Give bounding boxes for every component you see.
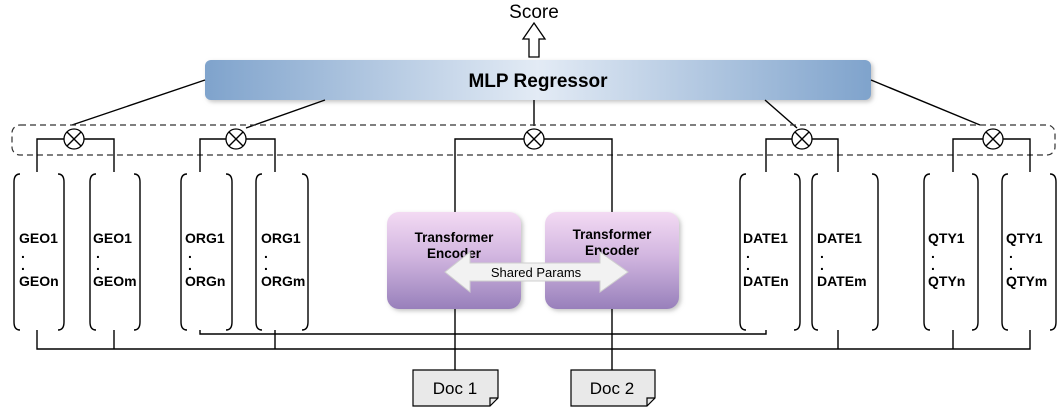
up-arrow-icon xyxy=(521,21,547,58)
svg-text:.: . xyxy=(188,257,192,273)
svg-text:GEO1: GEO1 xyxy=(19,230,58,246)
entity-list-geo-m: GEO1 . . GEOm xyxy=(89,173,141,331)
svg-text:DATEn: DATEn xyxy=(743,273,789,289)
score-label: Score xyxy=(509,2,559,23)
mlp-link-org xyxy=(245,99,326,129)
doc-2-icon xyxy=(570,369,656,407)
wire-date-left xyxy=(765,138,792,172)
entity-list-org-m: ORG1 . . ORGm xyxy=(255,173,309,331)
svg-text:.: . xyxy=(264,245,268,261)
svg-text:.: . xyxy=(1009,257,1013,273)
svg-text:ORG1: ORG1 xyxy=(185,230,225,246)
doc-1-label: Doc 1 xyxy=(433,379,477,398)
svg-text:.: . xyxy=(931,257,935,273)
svg-text:GEO1: GEO1 xyxy=(93,230,132,246)
wire-enc2-top xyxy=(544,138,613,212)
combiner-date-icon xyxy=(791,128,813,150)
wire-doc2-bus xyxy=(199,330,767,335)
mlp-link-qty xyxy=(870,79,981,126)
shared-params-arrow-icon xyxy=(444,250,629,294)
wire-org-right xyxy=(246,138,276,172)
encoder-2-line2: Encoder xyxy=(585,243,640,258)
svg-text:.: . xyxy=(931,245,935,261)
svg-text:.: . xyxy=(820,245,824,261)
mlp-regressor-label: MLP Regressor xyxy=(468,71,608,92)
encoder-1-line1: Transformer xyxy=(415,230,495,245)
wire-qty-left xyxy=(952,138,983,172)
doc-1-icon xyxy=(412,369,499,407)
svg-text:QTY1: QTY1 xyxy=(928,230,965,246)
svg-text:.: . xyxy=(96,257,100,273)
wire-doc1-bus xyxy=(36,330,1031,350)
transformer-encoder-1 xyxy=(387,212,521,309)
combiner-geo-icon xyxy=(63,128,85,150)
svg-text:.: . xyxy=(746,257,750,273)
svg-text:ORG1: ORG1 xyxy=(261,230,301,246)
mlp-link-geo xyxy=(71,79,206,126)
svg-text:QTYm: QTYm xyxy=(1006,273,1047,289)
svg-text:ORGm: ORGm xyxy=(261,273,305,289)
mlp-link-date xyxy=(764,99,798,129)
wire-geo-left xyxy=(36,138,64,172)
svg-text:ORGn: ORGn xyxy=(185,273,225,289)
entity-list-date-n: DATE1 . . DATEn xyxy=(739,173,801,331)
svg-text:QTY1: QTY1 xyxy=(1006,230,1043,246)
mlp-regressor-box xyxy=(205,60,871,100)
entity-list-org-n: ORG1 . . ORGn xyxy=(180,173,233,331)
combiner-doc-icon xyxy=(523,128,545,150)
svg-text:.: . xyxy=(264,257,268,273)
encoder-1-line2: Encoder xyxy=(427,246,482,261)
svg-text:.: . xyxy=(96,245,100,261)
entity-list-geo-n: GEO1 . . GEOn xyxy=(13,173,65,331)
svg-text:GEOm: GEOm xyxy=(93,273,137,289)
svg-text:DATEm: DATEm xyxy=(817,273,867,289)
svg-text:DATE1: DATE1 xyxy=(817,230,862,246)
wire-enc1-top xyxy=(454,138,524,212)
combiner-region xyxy=(11,124,1056,156)
svg-text:DATE1: DATE1 xyxy=(743,230,788,246)
svg-text:.: . xyxy=(746,245,750,261)
wire-geo-right xyxy=(84,138,115,172)
entity-list-date-m: DATE1 . . DATEm xyxy=(811,173,879,331)
svg-text:GEOn: GEOn xyxy=(19,273,59,289)
svg-text:QTYn: QTYn xyxy=(928,273,965,289)
wire-org-left xyxy=(199,138,226,172)
shared-params-label: Shared Params xyxy=(491,265,582,280)
svg-text:.: . xyxy=(21,245,25,261)
entity-list-qty-n: QTY1 . . QTYn xyxy=(923,173,979,331)
svg-text:.: . xyxy=(21,257,25,273)
entity-list-qty-m: QTY1 . . QTYm xyxy=(1001,173,1057,331)
svg-text:.: . xyxy=(188,245,192,261)
combiner-qty-icon xyxy=(982,128,1004,150)
doc-2-label: Doc 2 xyxy=(590,379,634,398)
encoder-2-line1: Transformer xyxy=(573,227,653,242)
svg-text:.: . xyxy=(820,257,824,273)
wire-date-right xyxy=(812,138,839,172)
svg-text:.: . xyxy=(1009,245,1013,261)
combiner-org-icon xyxy=(225,128,247,150)
wire-qty-right xyxy=(1003,138,1031,172)
